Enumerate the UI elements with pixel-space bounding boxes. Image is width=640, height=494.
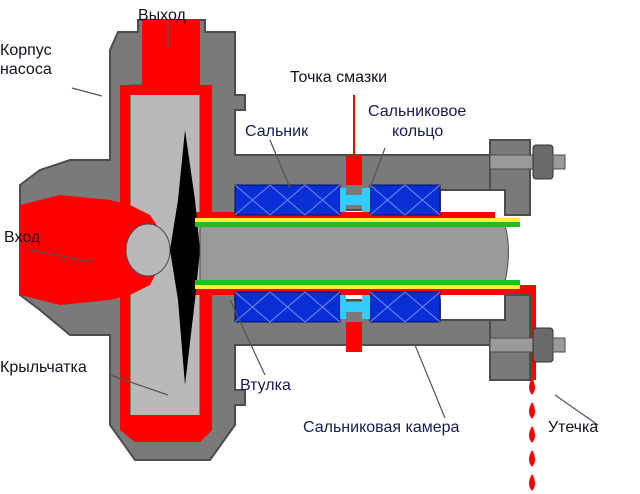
label-impeller: Крыльчатка (0, 359, 87, 376)
gland-follower (489, 139, 531, 381)
label-sleeve: Втулка (240, 377, 291, 394)
lube-channel-bottom (346, 322, 362, 352)
fluid-channel-leak-down (528, 285, 536, 380)
nut-bottom (532, 327, 554, 363)
shaft (199, 224, 509, 283)
label-outlet: Выход (138, 7, 187, 24)
sleeve-top-yellow (195, 218, 520, 222)
label-lantern-1: Сальниковое (368, 103, 466, 120)
sleeve-bottom-yellow (195, 285, 520, 289)
fluid-channel-top (195, 212, 495, 222)
fluid-outlet (120, 20, 212, 442)
fluid-channel-bottom (195, 285, 535, 295)
sleeve-bottom-green (195, 280, 520, 285)
label-housing-2: насоса (0, 61, 52, 78)
lube-channel-top (346, 155, 362, 185)
nut-top (532, 144, 554, 180)
leak-drops (529, 378, 535, 491)
packing-bottom (234, 291, 441, 323)
packing-top (234, 184, 441, 216)
label-housing-1: Корпус (0, 42, 52, 59)
label-lube-point: Точка смазки (290, 69, 387, 86)
label-inlet: Вход (4, 229, 41, 246)
lantern-ring-bottom (340, 295, 370, 319)
impeller-blade (170, 130, 200, 385)
bolt-tip-top (552, 154, 566, 170)
fluid-inlet (20, 195, 160, 305)
label-lantern-2: кольцо (392, 123, 443, 140)
label-packing: Сальник (245, 123, 309, 140)
label-stuffing-box: Сальниковая камера (303, 419, 460, 436)
impeller-hub (125, 223, 171, 277)
label-leak: Утечка (548, 419, 598, 436)
bolt-tip-bottom (552, 337, 566, 353)
lantern-ring-top (340, 188, 370, 212)
sleeve-top-green (195, 222, 520, 227)
